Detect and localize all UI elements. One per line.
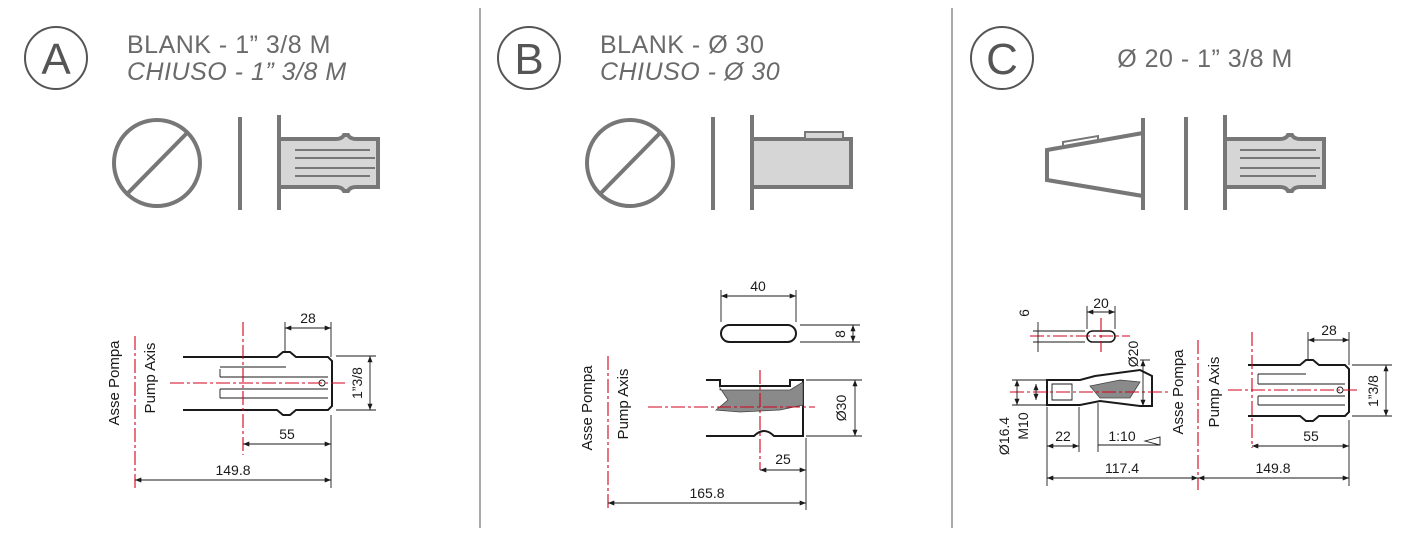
tech-drawing-a: 28 1”3/8 55 149.8 Asse Pompa Pump Axis — [106, 310, 376, 488]
tech-drawing-b: 40 8 Ø30 25 165.8 Asse Pompa — [579, 278, 862, 510]
dim-c-55: 55 — [1303, 428, 1319, 444]
panel-b-title-it: CHIUSO - Ø 30 — [600, 58, 780, 86]
dim-c-22: 22 — [1055, 428, 1071, 444]
badge-a: A — [24, 26, 88, 90]
axis-label-en-a: Pump Axis — [142, 343, 159, 414]
dim-b-25: 25 — [775, 451, 791, 467]
badge-c: C — [970, 26, 1034, 90]
dim-c-m10: M10 — [1015, 412, 1031, 439]
dim-c-inch: 1”3/8 — [1365, 375, 1381, 407]
tapered-shaft-icon — [1045, 118, 1145, 210]
dim-c-117-4: 117.4 — [1105, 460, 1139, 476]
dim-a-149-8: 149.8 — [215, 462, 250, 478]
tech-drawing-c-male: 28 1”3/8 55 149.8 — [1198, 322, 1392, 486]
svg-text:C: C — [986, 35, 1018, 84]
dim-c-28: 28 — [1321, 322, 1337, 338]
tech-drawing-c-taper: 20 6 Ø20 Ø16.4 M10 22 — [996, 295, 1198, 486]
dim-a-55: 55 — [279, 426, 295, 442]
dim-c-diam20: Ø20 — [1125, 341, 1141, 368]
dim-b-diam30: Ø30 — [833, 395, 849, 422]
dim-b-40: 40 — [750, 278, 766, 294]
panel-b: B BLANK - Ø 30 CHIUSO - Ø 30 40 8 — [497, 26, 862, 510]
panel-a-title-en: BLANK - 1” 3/8 M — [127, 31, 331, 59]
axis-label-en-b: Pump Axis — [615, 369, 632, 440]
dim-c-diam16: Ø16.4 — [996, 417, 1012, 455]
key-profile — [720, 324, 797, 343]
panel-c: C Ø 20 - 1” 3/8 M 20 6 — [970, 26, 1392, 490]
dim-c-149-8: 149.8 — [1255, 460, 1290, 476]
dim-b-8: 8 — [832, 330, 848, 338]
panel-c-title: Ø 20 - 1” 3/8 M — [1117, 45, 1293, 73]
male-shaft-icon — [277, 115, 380, 210]
svg-text:B: B — [514, 35, 543, 84]
no-symbol-icon — [585, 118, 675, 208]
no-symbol-icon — [112, 118, 202, 208]
svg-text:A: A — [41, 35, 71, 84]
panel-a-title-it: CHIUSO - 1” 3/8 M — [127, 58, 347, 86]
axis-label-it-a: Asse Pompa — [106, 340, 123, 426]
male-shaft-icon — [1223, 115, 1326, 210]
panel-b-title-en: BLANK - Ø 30 — [600, 31, 764, 59]
dim-a-28: 28 — [300, 310, 316, 326]
dim-b-165-8: 165.8 — [689, 485, 724, 501]
dim-c-taper: 1:10 — [1108, 428, 1135, 444]
axis-label-en-c: Pump Axis — [1206, 357, 1223, 428]
dim-c-20: 20 — [1093, 295, 1109, 311]
dim-c-6: 6 — [1016, 309, 1032, 317]
dim-a-inch: 1”3/8 — [349, 367, 365, 399]
axis-label-it-b: Asse Pompa — [579, 365, 596, 451]
keyed-shaft-icon — [750, 115, 853, 210]
badge-b: B — [497, 26, 561, 90]
axis-label-it-c: Asse Pompa — [1170, 349, 1187, 435]
panel-a: A BLANK - 1” 3/8 M CHIUSO - 1” 3/8 M — [24, 26, 380, 488]
